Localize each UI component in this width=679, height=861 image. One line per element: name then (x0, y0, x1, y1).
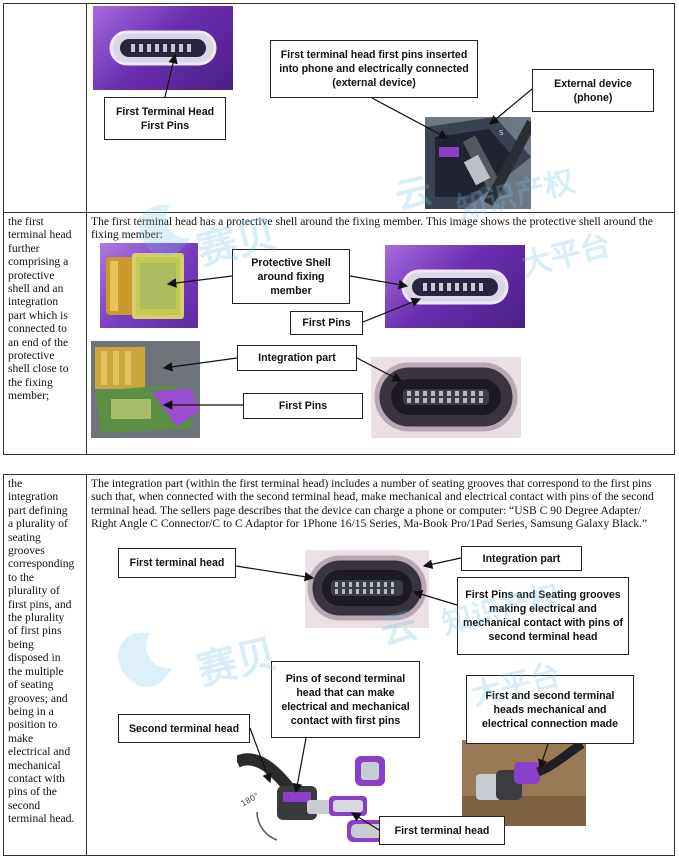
callout-integration-part: Integration part (237, 345, 357, 371)
description-row-2: The first terminal head has a protective… (91, 215, 653, 242)
seating-grooves-photo (305, 550, 429, 628)
column-divider (86, 213, 87, 454)
table-row-3 (3, 474, 675, 856)
claim-text-row-3: the integration part defining a pluralit… (8, 477, 75, 826)
integration-part-pcb-photo (91, 341, 200, 438)
integration-part-closeup-photo (371, 357, 521, 438)
callout-integration-part-3: Integration part (461, 546, 582, 571)
claim-text-row-2: the first terminal head further comprisi… (8, 215, 72, 403)
connected-heads-photo (462, 740, 586, 826)
callout-first-terminal-head: First terminal head (118, 548, 236, 578)
usb-c-port-photo-2 (385, 245, 525, 328)
phone-connection-photo: S (425, 117, 531, 209)
callout-pins-of-second-terminal-head: Pins of second terminal head that can ma… (271, 661, 420, 738)
column-divider (86, 475, 87, 855)
protective-shell-photo (100, 243, 198, 328)
callout-first-pins-2: First Pins (243, 393, 363, 419)
callout-inserted-into-phone: First terminal head first pins inserted … (270, 40, 478, 98)
adapter-rotation-photo: 180° (237, 742, 407, 850)
callout-first-pins-seating-grooves: First Pins and Seating grooves making el… (457, 577, 629, 655)
callout-first-terminal-head-first-pins: First Terminal Head First Pins (104, 97, 226, 140)
callout-first-and-second-heads: First and second terminal heads mechanic… (466, 675, 634, 744)
svg-text:S: S (499, 129, 504, 137)
description-row-3: The integration part (within the first t… (91, 477, 654, 531)
callout-external-device: External device (phone) (532, 69, 654, 112)
callout-first-pins: First Pins (290, 311, 363, 335)
table-row-2 (3, 212, 675, 455)
callout-second-terminal-head: Second terminal head (118, 714, 250, 743)
callout-first-terminal-head-2: First terminal head (379, 816, 505, 845)
column-divider (86, 4, 87, 212)
callout-protective-shell: Protective Shell around fixing member (232, 249, 350, 304)
usb-c-port-photo (93, 6, 233, 90)
